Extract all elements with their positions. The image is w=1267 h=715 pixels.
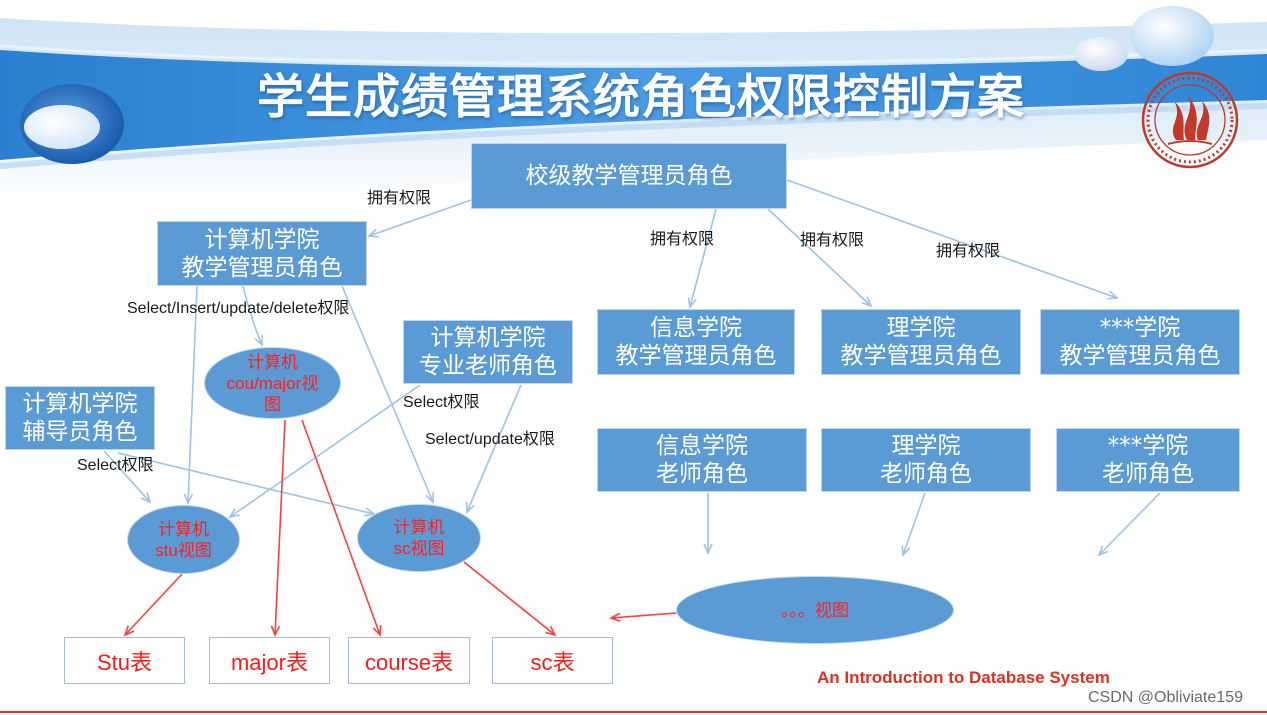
view-label-line: 计算机 xyxy=(247,352,298,373)
view-label-line: 图 xyxy=(264,394,281,415)
table-major: major表 xyxy=(209,637,330,684)
permission-label-owns: 拥有权限 xyxy=(936,242,1000,262)
blue-sphere-decoration xyxy=(20,84,124,164)
permission-label-admin-crud: Select/Insert/update/delete权限 xyxy=(127,299,349,319)
role-box-cs-admin: 计算机学院 教学管理员角色 xyxy=(157,221,367,286)
role-label: 教学管理员角色 xyxy=(1060,342,1221,370)
table-course: course表 xyxy=(348,637,470,684)
role-label: 老师角色 xyxy=(1102,460,1194,488)
permission-label-counselor-select: Select权限 xyxy=(77,456,153,476)
role-college: 计算机学院 xyxy=(431,324,546,352)
role-label: 教学管理员角色 xyxy=(182,254,343,282)
bottom-divider xyxy=(0,711,1267,713)
role-label: 教学管理员角色 xyxy=(841,342,1002,370)
view-label-line: sc视图 xyxy=(394,538,445,559)
view-cou-major: 计算机 cou/major视 图 xyxy=(204,347,341,419)
role-label: 老师角色 xyxy=(880,460,972,488)
role-label: 专业老师角色 xyxy=(419,352,557,380)
role-college: 计算机学院 xyxy=(205,226,320,254)
permission-label-owns: 拥有权限 xyxy=(800,231,864,251)
view-label-line: 计算机 xyxy=(394,517,445,538)
view-sc: 计算机 sc视图 xyxy=(357,504,481,572)
role-box-cs-counselor: 计算机学院 辅导员角色 xyxy=(5,386,155,450)
role-college: 信息学院 xyxy=(656,432,748,460)
role-college: 信息学院 xyxy=(650,314,742,342)
role-box-science-teacher: 理学院 老师角色 xyxy=(821,428,1031,492)
view-label-line: 。。。视图 xyxy=(781,600,849,621)
permission-label-owns: 拥有权限 xyxy=(367,189,431,209)
permission-label-teacher-select: Select权限 xyxy=(403,393,479,413)
role-box-other-admin: ***学院 教学管理员角色 xyxy=(1040,309,1240,375)
slide-title: 学生成绩管理系统角色权限控制方案 xyxy=(231,68,1051,128)
role-label: 辅导员角色 xyxy=(23,418,138,446)
view-label-line: 计算机 xyxy=(158,519,209,540)
role-college: ***学院 xyxy=(1100,314,1181,342)
role-box-info-teacher: 信息学院 老师角色 xyxy=(597,428,807,492)
role-label: 校级教学管理员角色 xyxy=(526,162,733,190)
table-sc: sc表 xyxy=(492,637,613,684)
role-label: 老师角色 xyxy=(656,460,748,488)
view-label-line: stu视图 xyxy=(155,540,212,561)
watermark: CSDN @Obliviate159 xyxy=(1088,688,1243,708)
permission-label-owns: 拥有权限 xyxy=(650,230,714,250)
role-college: ***学院 xyxy=(1108,432,1189,460)
role-box-science-admin: 理学院 教学管理员角色 xyxy=(821,309,1021,375)
slide-footer: An Introduction to Database System xyxy=(817,667,1110,689)
role-label: 教学管理员角色 xyxy=(616,342,777,370)
permission-label-teacher-select-update: Select/update权限 xyxy=(425,430,555,450)
view-stu: 计算机 stu视图 xyxy=(127,505,240,574)
role-box-other-teacher: ***学院 老师角色 xyxy=(1056,428,1240,492)
view-other: 。。。视图 xyxy=(676,576,954,644)
view-label-line: cou/major视 xyxy=(227,373,319,394)
role-box-info-admin: 信息学院 教学管理员角色 xyxy=(597,309,795,375)
role-college: 理学院 xyxy=(892,432,961,460)
role-box-school-admin: 校级教学管理员角色 xyxy=(471,143,787,209)
role-box-cs-teacher: 计算机学院 专业老师角色 xyxy=(403,320,573,384)
table-stu: Stu表 xyxy=(64,637,185,684)
role-college: 计算机学院 xyxy=(23,390,138,418)
role-college: 理学院 xyxy=(887,314,956,342)
